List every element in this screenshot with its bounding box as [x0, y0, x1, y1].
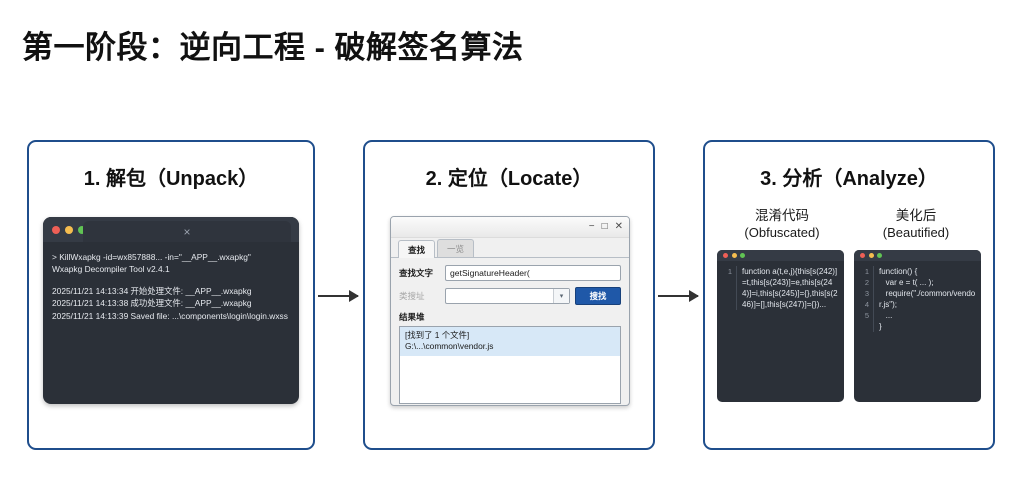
close-dot-icon[interactable] [52, 225, 60, 234]
beautified-heading-en: (Beautified) [882, 225, 950, 240]
line-numbers: 1 2 3 4 5 [854, 266, 874, 332]
minimize-dot-icon[interactable] [868, 253, 874, 258]
dialog-titlebar: − □ ✕ [391, 217, 629, 238]
flow-arrow-2 [658, 290, 699, 302]
page-title: 第一阶段：逆向工程 - 破解签名算法 [22, 30, 524, 65]
line-number: 1 [864, 267, 869, 276]
search-text-label: 查找文字 [399, 268, 434, 278]
maximize-dot-icon[interactable] [78, 225, 86, 234]
code-text-obfuscated[interactable]: function a(t,e,j){this[s(242)]=t,this[s(… [742, 267, 838, 309]
terminal-log-line: 2025/11/21 14:13:34 开始处理文件: __APP__.wxap… [52, 285, 252, 296]
panel-unpack: 1. 解包（Unpack） × > KillWxapkg -id=wx85788… [27, 140, 315, 450]
dialog-body: 查找文字 getSignatureHeader( 类搜址 ▾ 搜找 结果堆 [找… [391, 258, 629, 404]
results-list[interactable]: [找到了 1 个文件] G:\...\common\vendor.js [399, 326, 621, 404]
search-text-row: 查找文字 getSignatureHeader( [399, 265, 621, 281]
folder-combobox[interactable]: ▾ [445, 288, 570, 304]
panel-unpack-heading: 1. 解包（Unpack） [83, 168, 259, 190]
list-item[interactable]: [找到了 1 个文件] G:\...\common\vendor.js [400, 327, 620, 356]
code-body-obfuscated: 1 function a(t,e,j){this[s(242)]=t,this[… [717, 261, 844, 310]
terminal-command-line: > KillWxapkg -id=wx857888... -in="__APP_… [52, 252, 251, 262]
line-number: 2 [864, 278, 869, 287]
code-window-titlebar [854, 250, 981, 261]
line-number: 5 [864, 311, 869, 320]
code-window-obfuscated: 1 function a(t,e,j){this[s(242)]=t,this[… [717, 250, 844, 402]
line-numbers: 1 [717, 266, 737, 310]
process-flow: 1. 解包（Unpack） × > KillWxapkg -id=wx85788… [0, 140, 1024, 452]
folder-row: 类搜址 ▾ 搜找 [399, 287, 621, 305]
tab-find[interactable]: 查找 [398, 240, 436, 258]
maximize-icon[interactable]: □ [601, 221, 608, 232]
close-dot-icon[interactable] [723, 253, 728, 258]
code-pane-headings: 混淆代码 (Obfuscated) 美化后 (Beautified) [705, 207, 993, 241]
obfuscated-heading-en: (Obfuscated) [744, 225, 820, 240]
minimize-icon[interactable]: − [588, 221, 595, 232]
panel-locate: 2. 定位（Locate） − □ ✕ 查找 一览 查找文字 getSignat… [363, 140, 655, 450]
terminal-titlebar: × [43, 217, 299, 242]
maximize-dot-icon[interactable] [740, 253, 745, 258]
result-count-line: [找到了 1 个文件] [405, 330, 470, 340]
maximize-dot-icon[interactable] [877, 253, 882, 258]
code-window-titlebar [717, 250, 844, 261]
panel-analyze-heading: 3. 分析（Analyze） [760, 168, 938, 190]
minimize-dot-icon[interactable] [731, 253, 737, 258]
code-body-beautified: 1 2 3 4 5 function() { var e = t( ... );… [854, 261, 981, 332]
result-path-line: G:\...\common\vendor.js [405, 341, 494, 351]
terminal-log-line: 2025/11/21 14:13:39 Saved file: ...\comp… [52, 310, 288, 321]
line-number: 3 [864, 289, 869, 298]
close-dot-icon[interactable] [860, 253, 865, 258]
search-dialog: − □ ✕ 查找 一览 查找文字 getSignatureHeader( 类搜址… [390, 216, 630, 406]
obfuscated-heading: 混淆代码 (Obfuscated) [715, 207, 849, 241]
minimize-dot-icon[interactable] [65, 225, 73, 234]
close-icon[interactable]: × [183, 224, 191, 239]
panel-analyze: 3. 分析（Analyze） 混淆代码 (Obfuscated) 美化后 (Be… [703, 140, 995, 450]
code-comparison: 1 function a(t,e,j){this[s(242)]=t,this[… [705, 241, 993, 402]
tab-overview[interactable]: 一览 [437, 239, 475, 257]
obfuscated-heading-cn: 混淆代码 [755, 208, 809, 223]
terminal-log-line: 2025/11/21 14:13:38 成功处理文件: __APP__.wxap… [52, 298, 252, 309]
flow-arrow-1 [318, 290, 359, 302]
code-text-beautified[interactable]: function() { var e = t( ... ); require("… [879, 267, 976, 331]
terminal-window: × > KillWxapkg -id=wx857888... -in="__AP… [43, 217, 299, 404]
panel-locate-heading: 2. 定位（Locate） [425, 168, 593, 190]
dialog-tabs: 查找 一览 [391, 238, 629, 258]
code-window-beautified: 1 2 3 4 5 function() { var e = t( ... );… [854, 250, 981, 402]
folder-label: 类搜址 [399, 291, 425, 301]
terminal-output: > KillWxapkg -id=wx857888... -in="__APP_… [43, 242, 299, 322]
chevron-down-icon[interactable]: ▾ [553, 289, 569, 303]
folder-combobox-value [446, 289, 553, 303]
terminal-version-line: Wxapkg Decompiler Tool v2.4.1 [52, 264, 170, 275]
terminal-traffic-lights [43, 225, 86, 234]
results-label: 结果堆 [399, 312, 425, 322]
terminal-tab[interactable]: × [83, 221, 291, 242]
line-number: 1 [727, 267, 732, 276]
close-icon[interactable]: ✕ [614, 221, 623, 232]
beautified-heading-cn: 美化后 [895, 208, 937, 223]
line-number: 4 [864, 300, 869, 309]
search-button[interactable]: 搜找 [575, 287, 621, 305]
terminal-spacer [52, 276, 290, 285]
search-text-input[interactable]: getSignatureHeader( [445, 265, 621, 281]
beautified-heading: 美化后 (Beautified) [849, 207, 983, 241]
